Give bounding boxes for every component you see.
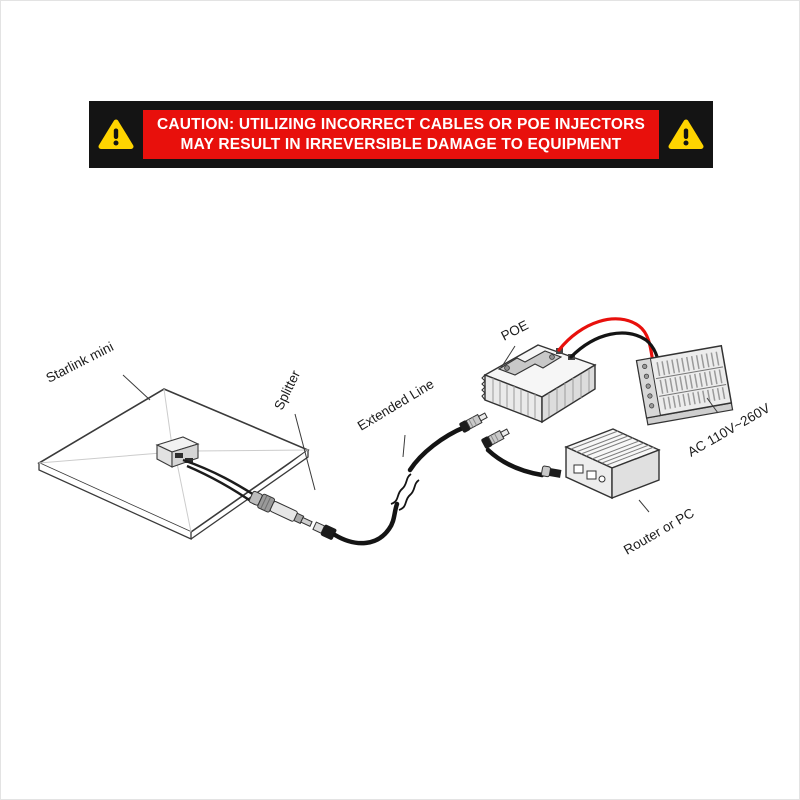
dish-port: [175, 453, 183, 458]
dish-mount: [155, 436, 200, 468]
red-wire: [557, 317, 655, 365]
starlink-dish: [37, 388, 310, 541]
router-port: [586, 470, 597, 480]
router-port: [573, 464, 584, 474]
router-box: [564, 428, 661, 500]
caution-banner: CAUTION: UTILIZING INCORRECT CABLES OR P…: [89, 101, 713, 168]
caution-text-box: CAUTION: UTILIZING INCORRECT CABLES OR P…: [143, 110, 659, 159]
dish-port: [185, 458, 193, 463]
poe-mount-bracket: [497, 350, 563, 376]
extended-line-cable: [332, 424, 468, 546]
router-plug: [540, 465, 562, 478]
splitter-connector: [248, 490, 337, 540]
warning-triangle-icon: [98, 119, 134, 149]
poe-plug-to-router: [481, 428, 510, 449]
label-starlink-mini: Starlink mini: [44, 339, 116, 386]
label-poe: POE: [499, 317, 531, 343]
router-power-jack: [598, 475, 606, 483]
caution-line-1: CAUTION: UTILIZING INCORRECT CABLES OR P…: [156, 115, 646, 133]
router-cable: [485, 447, 545, 478]
poe-injector: [481, 344, 597, 424]
label-splitter: Splitter: [271, 368, 303, 413]
label-router-or-pc: Router or PC: [621, 505, 697, 558]
poe-plug-from-dish: [459, 412, 488, 433]
caution-line-2: MAY RESULT IN IRREVERSIBLE DAMAGE TO EQU…: [180, 135, 622, 153]
label-extended-line: Extended Line: [355, 376, 437, 433]
power-supply: [635, 344, 734, 426]
warning-triangle-icon: [668, 119, 704, 149]
router-vent-fins: [570, 430, 655, 466]
cable-break-icon: [390, 473, 420, 511]
leader-lines: [122, 345, 719, 513]
